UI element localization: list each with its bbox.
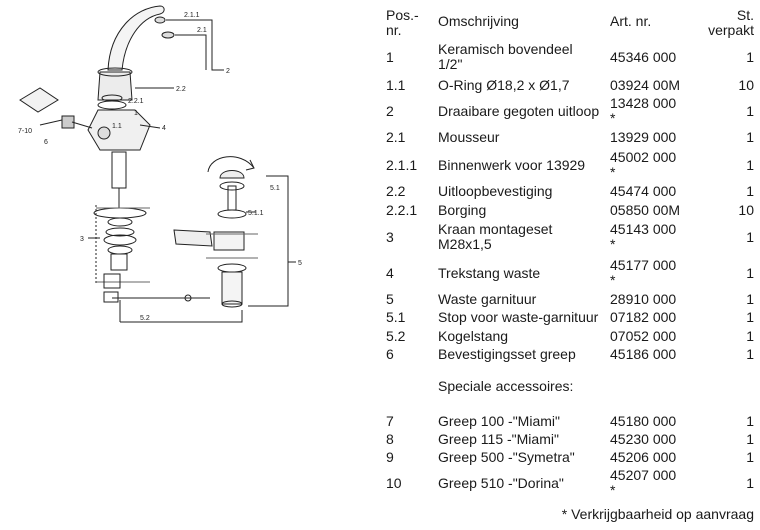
row-article-number: 03924 00M [610, 77, 681, 93]
row-pos: 1.1 [386, 77, 406, 93]
row-article-number: 45002 000* [610, 149, 677, 180]
row-quantity: 1 [746, 129, 754, 145]
availability-footnote: * Verkrijgbaarheid op aanvraag [561, 506, 754, 522]
row-description: Greep 510 -"Dorina" [438, 475, 564, 491]
row-pos: 5.2 [386, 328, 406, 344]
row-pos: 2 [386, 103, 394, 119]
parts-list: Pos.-nr. Omschrijving Art. nr. St.verpak… [386, 0, 758, 530]
row-article-number: 13929 000 [610, 129, 677, 145]
row-quantity: 1 [746, 309, 754, 325]
row-article-number: 07052 000 [610, 328, 677, 344]
row-description: Bevestigingsset greep [438, 346, 576, 362]
row-article-number: 45346 000 [610, 49, 677, 65]
exploded-parts-diagram: 2.1.1 2.1 2 2.2 2.2.1 1 1.1 4 7-10 6 3 5… [18, 5, 302, 323]
row-pos: 8 [386, 431, 394, 447]
row-description: O-Ring Ø18,2 x Ø1,7 [438, 77, 570, 93]
row-description: Uitloopbevestiging [438, 183, 553, 199]
row-quantity: 1 [746, 157, 754, 173]
label-2.1.1: 2.1.1 [184, 12, 200, 19]
row-description: Mousseur [438, 129, 500, 145]
row-pos: 5.1 [386, 309, 406, 325]
row-pos: 5 [386, 291, 394, 307]
row-pos: 1 [386, 49, 394, 65]
header-qty: St.verpakt [708, 7, 754, 38]
row-article-number: 45230 000 [610, 431, 677, 447]
label-5: 5 [298, 260, 302, 267]
row-description: Waste garnituur [438, 291, 537, 307]
row-article-number: 13428 000* [610, 95, 677, 126]
row-quantity: 1 [746, 103, 754, 119]
header-article: Art. nr. [610, 13, 652, 29]
label-1.1: 1.1 [112, 123, 122, 130]
row-article-number: 45474 000 [610, 183, 677, 199]
row-quantity: 10 [738, 202, 754, 218]
row-article-number: 45177 000* [610, 257, 677, 288]
label-5.1.1: 5.1.1 [248, 210, 264, 217]
diagram-labels: 2.1.1 2.1 2 2.2 2.2.1 1 1.1 4 7-10 6 3 5… [18, 12, 302, 322]
row-quantity: 1 [746, 431, 754, 447]
row-pos: 2.2.1 [386, 202, 418, 218]
row-description: Draaibare gegoten uitloop [438, 103, 600, 119]
spout-shape [107, 5, 165, 71]
row-quantity: 1 [746, 449, 754, 465]
row-pos: 2.2 [386, 183, 406, 199]
row-article-number: 45186 000 [610, 346, 677, 362]
accessories-heading: Speciale accessoires: [438, 378, 574, 394]
row-description: Binnenwerk voor 13929 [438, 157, 586, 173]
row-description: Greep 115 -"Miami" [438, 431, 559, 447]
header-pos: Pos.-nr. [386, 7, 419, 38]
row-quantity: 1 [746, 475, 754, 491]
row-pos: 2.1 [386, 129, 406, 145]
row-description: Greep 100 -"Miami" [438, 413, 560, 429]
row-quantity: 1 [746, 291, 754, 307]
row-pos: 4 [386, 265, 394, 281]
label-6: 6 [44, 139, 48, 146]
row-article-number: 07182 000 [610, 309, 677, 325]
row-quantity: 1 [746, 183, 754, 199]
label-7-10: 7-10 [18, 128, 32, 135]
row-description: Trekstang waste [438, 265, 541, 281]
row-pos: 9 [386, 449, 394, 465]
row-article-number: 45207 000* [610, 467, 677, 498]
label-1: 1 [134, 110, 138, 117]
row-quantity: 1 [746, 328, 754, 344]
row-quantity: 1 [746, 49, 754, 65]
label-3: 3 [80, 236, 84, 243]
row-description: Kogelstang [438, 328, 509, 344]
row-article-number: 28910 000 [610, 291, 677, 307]
row-quantity: 1 [746, 265, 754, 281]
label-4: 4 [162, 125, 166, 132]
row-pos: 6 [386, 346, 394, 362]
row-quantity: 1 [746, 413, 754, 429]
row-pos: 3 [386, 229, 394, 245]
row-pos: 2.1.1 [386, 157, 418, 173]
row-article-number: 05850 00M [610, 202, 681, 218]
row-article-number: 45143 000* [610, 221, 677, 252]
label-2.2.1: 2.2.1 [128, 98, 144, 105]
label-5.1: 5.1 [270, 185, 280, 192]
row-description: Borging [438, 202, 487, 218]
row-quantity: 1 [746, 346, 754, 362]
row-article-number: 45180 000 [610, 413, 677, 429]
label-2.1: 2.1 [197, 27, 207, 34]
row-description: Stop voor waste-garnituur [438, 309, 599, 325]
row-pos: 10 [386, 475, 402, 491]
row-pos: 7 [386, 413, 394, 429]
row-description: Greep 500 -"Symetra" [438, 449, 575, 465]
header-description: Omschrijving [438, 13, 519, 29]
row-quantity: 10 [738, 77, 754, 93]
label-2: 2 [226, 68, 230, 75]
row-quantity: 1 [746, 229, 754, 245]
row-article-number: 45206 000 [610, 449, 677, 465]
label-5.2: 5.2 [140, 315, 150, 322]
label-2.2: 2.2 [176, 86, 186, 93]
